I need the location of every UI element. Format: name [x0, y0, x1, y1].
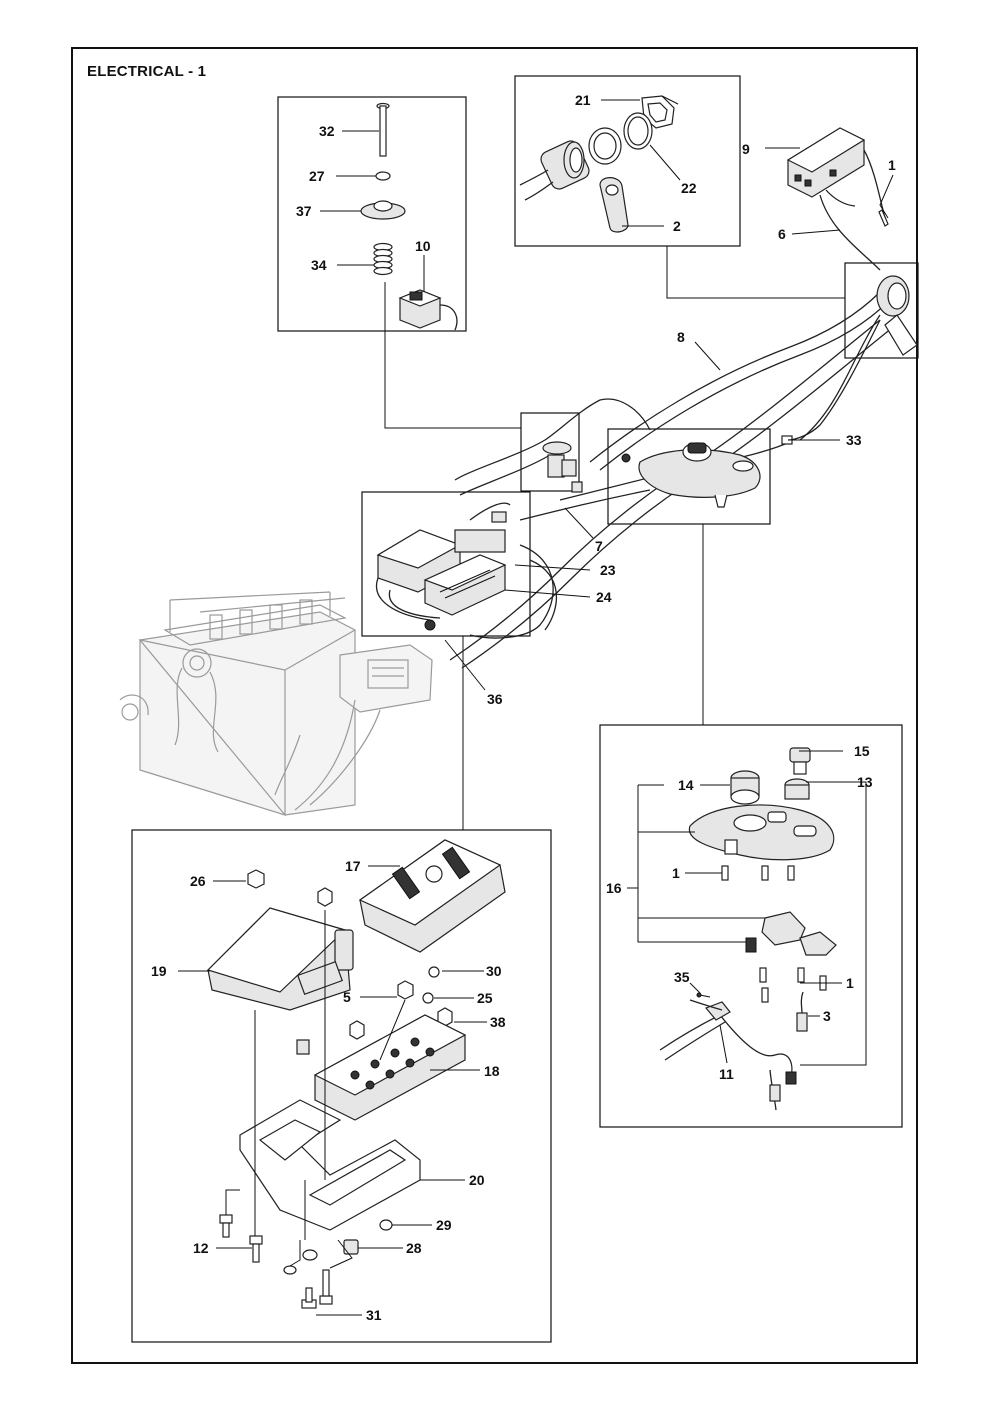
- callout-25: 25: [477, 990, 493, 1006]
- callout-1-panel: 1: [672, 865, 680, 881]
- callout-37: 37: [296, 203, 312, 219]
- connector-line-handle-switch: [384, 282, 521, 429]
- socket-parts-illustration: [519, 95, 679, 233]
- control-panel-parts-illustration: [659, 747, 837, 1111]
- callout-35: 35: [674, 969, 690, 985]
- callout-24: 24: [596, 589, 612, 605]
- controller-parts-illustration: [206, 839, 506, 1309]
- connector-line-socket: [666, 246, 845, 299]
- callout-5: 5: [343, 989, 351, 1005]
- detail-box-socket-mount: [844, 262, 919, 359]
- callout-27: 27: [309, 168, 325, 184]
- detail-box-controller-mount: [361, 491, 531, 637]
- callout-3: 3: [823, 1008, 831, 1024]
- module-9-illustration: [786, 127, 889, 227]
- callout-23: 23: [600, 562, 616, 578]
- detail-box-control-panel-mount: [607, 428, 771, 525]
- callout-21: 21: [575, 92, 591, 108]
- handle-and-harness-illustration: [449, 194, 918, 669]
- callout-19: 19: [151, 963, 167, 979]
- callout-17: 17: [345, 858, 361, 874]
- callout-34: 34: [311, 257, 327, 273]
- callout-7: 7: [595, 538, 603, 554]
- callout-29: 29: [436, 1217, 452, 1233]
- callout-28: 28: [406, 1240, 422, 1256]
- callout-16: 16: [606, 880, 622, 896]
- callout-31: 31: [366, 1307, 382, 1323]
- callout-14: 14: [678, 777, 694, 793]
- callout-1-bracket: 1: [846, 975, 854, 991]
- callout-33: 33: [846, 432, 862, 448]
- callout-36: 36: [487, 691, 503, 707]
- callout-6: 6: [778, 226, 786, 242]
- callout-labels: 32 27 37 34 10 21 22 2 9 1 6 8 33 7 23 2…: [151, 92, 896, 1323]
- leader-lines: [178, 99, 894, 1316]
- callout-18: 18: [484, 1063, 500, 1079]
- machine-body-illustration: [119, 591, 433, 817]
- detail-box-socket: [514, 75, 741, 247]
- callout-11: 11: [719, 1066, 734, 1082]
- callout-1-top: 1: [888, 157, 896, 173]
- callout-30: 30: [486, 963, 502, 979]
- callout-22: 22: [681, 180, 697, 196]
- callout-32: 32: [319, 123, 335, 139]
- callout-9: 9: [742, 141, 750, 157]
- callout-8: 8: [677, 329, 685, 345]
- detail-box-handle-switch: [277, 96, 467, 332]
- detail-box-control-panel: [599, 724, 903, 1128]
- callout-38: 38: [490, 1014, 506, 1030]
- callout-13: 13: [857, 774, 873, 790]
- callout-26: 26: [190, 873, 206, 889]
- diagram-frame: [71, 47, 918, 1364]
- callout-15: 15: [854, 743, 870, 759]
- diagram-title: ELECTRICAL - 1: [87, 63, 207, 80]
- callout-12: 12: [193, 1240, 209, 1256]
- controller-assembly-illustration: [375, 502, 511, 631]
- handle-switch-parts-illustration: [360, 102, 458, 331]
- callout-20: 20: [469, 1172, 485, 1188]
- callout-2: 2: [673, 218, 681, 234]
- callout-10: 10: [415, 238, 431, 254]
- detail-box-controller: [131, 829, 552, 1343]
